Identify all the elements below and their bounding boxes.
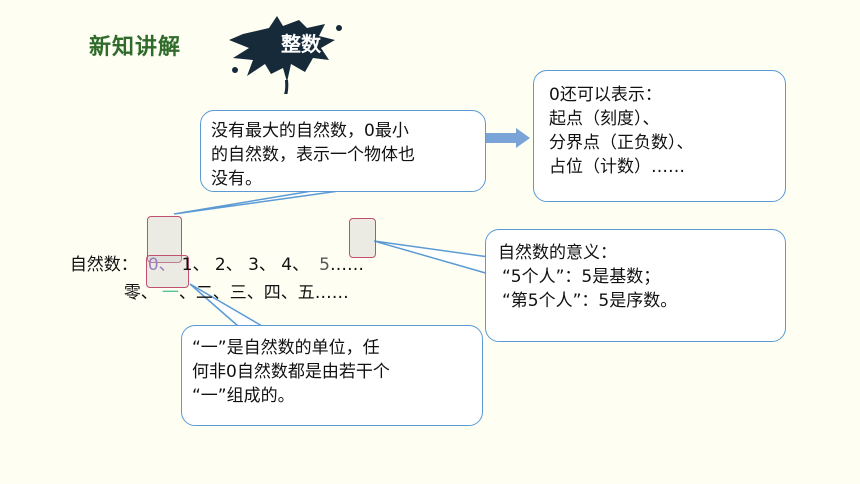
bubble-tail-max: [173, 189, 347, 215]
ink-splat-icon: [229, 16, 342, 94]
callout-line: “一”是自然数的单位，任: [192, 338, 380, 358]
page-title: 新知讲解: [89, 35, 182, 60]
chinese-yi: 一: [161, 283, 179, 303]
natural-rest: 1、 2、 3、 4、: [181, 255, 310, 275]
chinese-sep: 、: [178, 283, 196, 303]
callout-line: “一”组成的。: [192, 386, 295, 406]
chinese-prefix: 零、: [123, 283, 158, 303]
highlight-box-five: [349, 218, 376, 258]
badge-label: 整数: [281, 32, 321, 56]
arrow-right-icon: [481, 128, 530, 148]
callout-line: 占位（计数）……: [549, 157, 685, 177]
callout-no-largest-natural: 没有最大的自然数，0最小 的自然数，表示一个物体也 没有。: [200, 110, 486, 192]
natural-numbers-line: 自然数： 0、1、 2、 3、 4、 5……: [59, 229, 364, 277]
callout-natural-meaning: 自然数的意义： “5个人”：5是基数； “第5个人”：5是序数。: [485, 229, 786, 342]
natural-ellipsis: ……: [329, 255, 364, 275]
callout-line: “5个人”：5是基数；: [502, 267, 661, 287]
callout-line: 没有。: [211, 169, 262, 189]
callout-line: 没有最大的自然数，0最小: [211, 121, 409, 141]
callout-line: 何非0自然数都是由若干个: [192, 362, 390, 382]
callout-line: 0还可以表示：: [549, 85, 662, 105]
chinese-numerals-line: 零、一、二、三、四、五……: [113, 257, 349, 305]
callout-line: “第5个人”：5是序数。: [502, 291, 678, 311]
bubble-tail-unit: [189, 283, 263, 327]
callout-line: 起点（刻度）、: [549, 109, 660, 129]
natural-zero: 0: [147, 255, 159, 275]
chinese-rest: 二、三、四、五……: [195, 283, 349, 303]
callout-line: 分界点（正负数）、: [549, 133, 694, 153]
callout-line: 自然数的意义：: [498, 243, 617, 263]
callout-zero-meanings: 0还可以表示： 起点（刻度）、 分界点（正负数）、 占位（计数）……: [533, 70, 786, 202]
callout-line: 的自然数，表示一个物体也: [211, 145, 415, 165]
natural-label: 自然数：: [69, 255, 138, 275]
natural-five: 5: [319, 255, 330, 275]
callout-unit-one: “一”是自然数的单位，任 何非0自然数都是由若干个 “一”组成的。: [181, 325, 483, 426]
natural-sep: 、: [158, 255, 176, 275]
highlight-box-yi: [146, 255, 189, 288]
bubble-tail-meaning: [373, 240, 497, 277]
